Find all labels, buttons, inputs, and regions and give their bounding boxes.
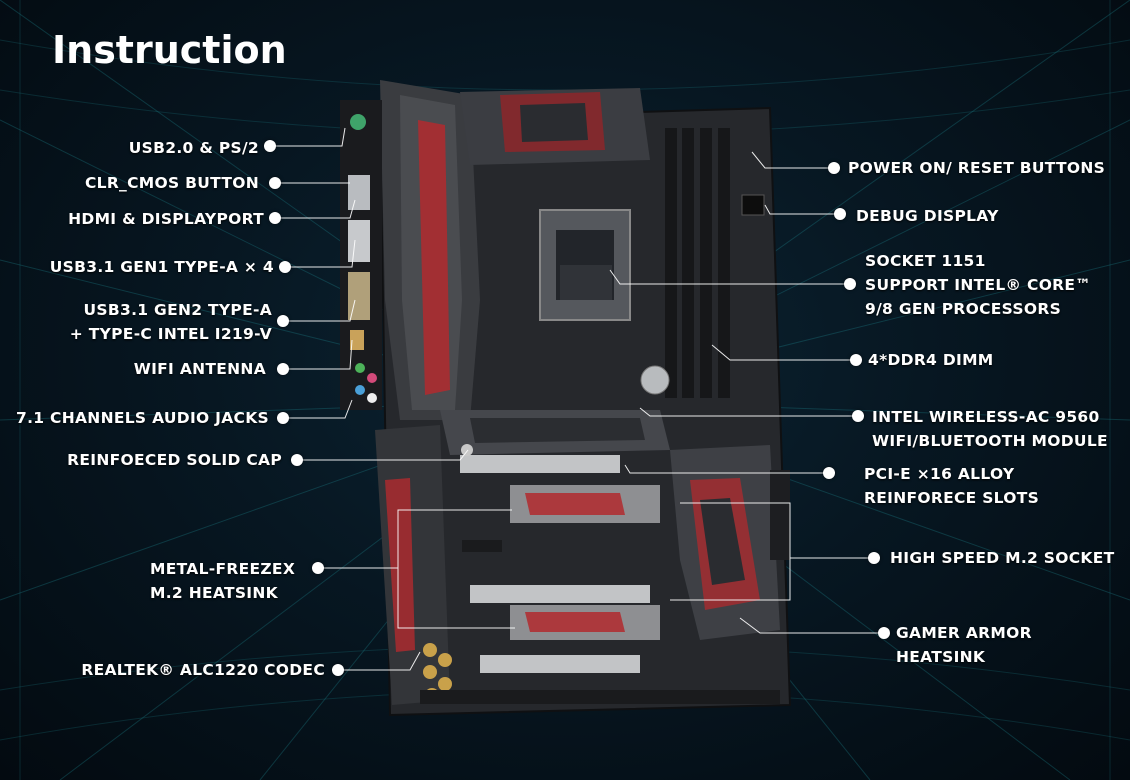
label-m2-heatsink: METAL-FREEZEX M.2 HEATSINK: [150, 560, 296, 602]
dot-usb31-gen1: [279, 261, 291, 273]
dot-usb31-gen2: [277, 315, 289, 327]
dot-hdmi-dp: [269, 212, 281, 224]
label-wifi-antenna: WIFI ANTENNA: [133, 360, 266, 378]
label-pcie: PCI-E ×16 ALLOY REINFORECE SLOTS: [864, 465, 1040, 507]
dot-m2-socket: [868, 552, 880, 564]
label-clr-cmos: CLR_CMOS BUTTON: [84, 174, 259, 192]
label-power-reset: POWER ON/ RESET BUTTONS: [848, 159, 1106, 177]
label-m2-socket: HIGH SPEED M.2 SOCKET: [890, 549, 1115, 567]
dot-solid-cap: [291, 454, 303, 466]
label-usb31-gen2: USB3.1 GEN2 TYPE-A + TYPE-C INTEL I219-V: [69, 301, 272, 343]
dot-wifi-antenna: [277, 363, 289, 375]
dot-audio-jacks: [277, 412, 289, 424]
label-debug: DEBUG DISPLAY: [856, 207, 999, 225]
label-audio-jacks: 7.1 CHANNELS AUDIO JACKS: [16, 409, 269, 427]
label-gamer-armor: GAMER ARMOR HEATSINK: [896, 624, 1032, 666]
label-dimm: 4*DDR4 DIMM: [868, 351, 994, 369]
pcie-slots: [460, 455, 650, 673]
label-wireless: INTEL WIRELESS-AC 9560 WIFI/BLUETOOTH MO…: [872, 408, 1108, 450]
dot-m2-heatsink: [312, 562, 324, 574]
dot-dimm: [850, 354, 862, 366]
dot-codec: [332, 664, 344, 676]
label-usb20-ps2: USB2.0 & PS/2: [128, 139, 259, 157]
dot-clr-cmos: [269, 177, 281, 189]
dot-power-reset: [828, 162, 840, 174]
dimm-slots: [665, 128, 730, 398]
label-hdmi-dp: HDMI & DISPLAYPORT: [68, 210, 264, 228]
label-socket: SOCKET 1151 SUPPORT INTEL® CORE™ 9/8 GEN…: [865, 252, 1092, 318]
dot-debug: [834, 208, 846, 220]
dot-gamer-armor: [878, 627, 890, 639]
label-codec: REALTEK® ALC1220 CODEC: [81, 661, 325, 679]
dot-wireless: [852, 410, 864, 422]
label-usb31-gen1: USB3.1 GEN1 TYPE-A × 4: [49, 258, 274, 276]
dot-socket: [844, 278, 856, 290]
label-solid-cap: REINFOECED SOLID CAP: [67, 451, 282, 469]
dot-pcie: [823, 467, 835, 479]
page-title: Instruction: [52, 28, 287, 72]
dot-usb20-ps2: [264, 140, 276, 152]
